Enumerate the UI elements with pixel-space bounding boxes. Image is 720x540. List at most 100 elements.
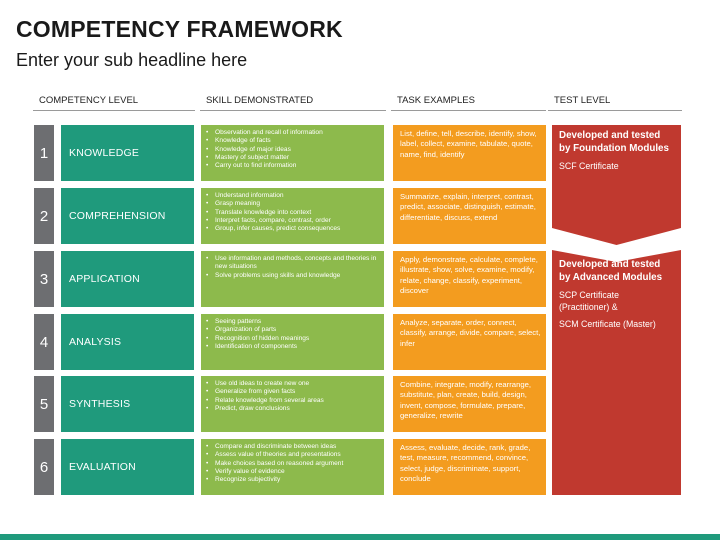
skill-text: Carry out to find information — [215, 162, 297, 170]
skill-text: Use old ideas to create new one — [215, 380, 310, 387]
skill-item: • Compare and discriminate between ideas — [206, 443, 380, 451]
row-number: 1 — [34, 125, 54, 181]
bullet-icon: • — [206, 467, 209, 475]
column-header-skill: SKILL DEMONSTRATED — [200, 95, 386, 111]
skill-item: • Recognize subjectivity — [206, 476, 380, 484]
skill-text: Knowledge of major ideas — [215, 145, 291, 153]
skill-text: Make choices based on reasoned argument — [215, 459, 344, 467]
bullet-icon: • — [206, 326, 209, 334]
skill-text: Observation and recall of information — [215, 129, 323, 136]
skill-item: • Assess value of theories and presentati… — [206, 451, 380, 459]
bullet-icon: • — [206, 153, 209, 161]
bullet-icon: • — [206, 342, 209, 350]
skill-text: Mastery of subject matter — [215, 153, 290, 161]
skill-item: •Identification of components — [206, 343, 380, 351]
test-heading: Developed and tested by Foundation Modul… — [559, 130, 669, 154]
test-cert: SCP Certificate (Practitioner) & — [559, 290, 619, 312]
skill-text: Use information and methods, concepts an… — [215, 255, 377, 271]
bullet-icon: • — [206, 318, 209, 325]
bullet-icon: • — [206, 459, 209, 467]
skill-text: Relate knowledge from several areas — [215, 396, 324, 404]
row-number: 3 — [34, 251, 54, 307]
test-cert: SCF Certificate — [559, 161, 619, 171]
skill-list: • Seeing patterns • Organization of parts • R… — [201, 314, 384, 370]
skill-list: • Use information and methods, concepts a… — [201, 251, 384, 307]
test-cert: SCM Certificate (Master) — [559, 319, 656, 329]
bullet-icon: • — [206, 443, 209, 450]
skill-text: Understand information — [215, 192, 284, 199]
bullet-icon: • — [206, 451, 209, 459]
bullet-icon: • — [206, 129, 209, 136]
skill-item: • Relate knowledge from several areas — [206, 397, 380, 405]
skill-item: • Observation and recall of information — [206, 129, 380, 137]
skill-text: Recognize subjectivity — [215, 476, 281, 484]
skill-text: Translate knowledge into context — [215, 208, 312, 216]
skill-text: Solve problems using skills and knowledg… — [215, 271, 341, 279]
skill-text: Compare and discriminate between ideas — [215, 443, 337, 450]
skill-text: Predict, draw conclusions — [215, 404, 290, 412]
column-header-level: COMPETENCY LEVEL — [33, 95, 195, 111]
bullet-icon: • — [206, 255, 209, 262]
competency-level: COMPREHENSION — [61, 188, 194, 244]
task-examples: Analyze, separate, order, connect, class… — [393, 314, 546, 370]
skill-list: •Use old ideas to create new one•General… — [201, 376, 384, 432]
bullet-icon: • — [206, 404, 209, 412]
skill-text: Knowledge of facts — [215, 137, 271, 145]
skill-item: •Generalize from given facts — [206, 388, 380, 396]
bullet-icon: • — [206, 271, 209, 279]
bullet-icon: • — [206, 216, 209, 224]
skill-item: • Translate knowledge into context — [206, 209, 380, 217]
skill-item: •Interpret facts, compare, contrast, ord… — [206, 217, 380, 225]
skill-list: •Compare and discriminate between ideas•… — [201, 439, 384, 495]
skill-item: •Use old ideas to create new one — [206, 380, 380, 388]
test-level-foundation: Developed and tested by Foundation Modul… — [552, 125, 681, 245]
bottom-accent-bar — [0, 534, 720, 540]
skill-item: • Recognition of hidden meanings — [206, 335, 380, 343]
skill-item: • Knowledge of facts — [206, 137, 380, 145]
bullet-icon: • — [206, 476, 209, 484]
row-number: 5 — [34, 376, 54, 432]
test-arrow-shape — [552, 250, 681, 495]
task-examples: Combine, integrate, modify, rearrange, s… — [393, 376, 546, 432]
bullet-icon: • — [206, 225, 209, 233]
competency-level: EVALUATION — [61, 439, 194, 495]
skill-item: • Verify value of evidence — [206, 468, 380, 476]
competency-level: APPLICATION — [61, 251, 194, 307]
row-number: 6 — [34, 439, 54, 495]
skill-item: • Make choices based on reasoned argument — [206, 460, 380, 468]
skill-list: • Observation and recall of information • K… — [201, 125, 384, 181]
skill-item: • Mastery of subject matter — [206, 154, 380, 162]
page-subtitle: Enter your sub headline here — [16, 50, 248, 70]
skill-text: Assess value of theories and presentatio… — [215, 451, 341, 459]
bullet-icon: • — [206, 200, 209, 208]
skill-text: Organization of parts — [215, 326, 277, 334]
bullet-icon: • — [206, 396, 209, 404]
task-examples: Apply, demonstrate, calculate, complete,… — [393, 251, 546, 307]
row-number: 2 — [34, 188, 54, 244]
bullet-icon: • — [206, 334, 209, 342]
skill-item: • Group, infer causes, predict consequenc… — [206, 225, 380, 233]
bullet-icon: • — [206, 192, 209, 199]
task-examples: Summarize, explain, interpret, contrast,… — [393, 188, 546, 244]
column-header-task: TASK EXAMPLES — [391, 95, 546, 111]
bullet-icon: • — [206, 145, 209, 153]
skill-text: Seeing patterns — [215, 318, 262, 325]
competency-level: SYNTHESIS — [61, 376, 194, 432]
skill-item: • Knowledge of major ideas — [206, 146, 380, 154]
skill-text: Recognition of hidden meanings — [215, 334, 310, 342]
skill-text: Group, infer causes, predict consequence… — [215, 225, 341, 233]
test-heading: Developed and tested by Advanced Modules — [559, 259, 663, 283]
test-level-advanced: Developed and tested by Advanced Modules… — [552, 250, 681, 495]
bullet-icon: • — [206, 388, 209, 396]
skill-text: Verify value of evidence — [215, 467, 285, 475]
skill-list: •Understand information•Grasp meaning•Tr… — [201, 188, 384, 244]
bullet-icon: • — [206, 208, 209, 216]
skill-item: • Organization of parts — [206, 326, 380, 334]
skill-item: •Grasp meaning — [206, 200, 380, 208]
bullet-icon: • — [206, 137, 209, 145]
